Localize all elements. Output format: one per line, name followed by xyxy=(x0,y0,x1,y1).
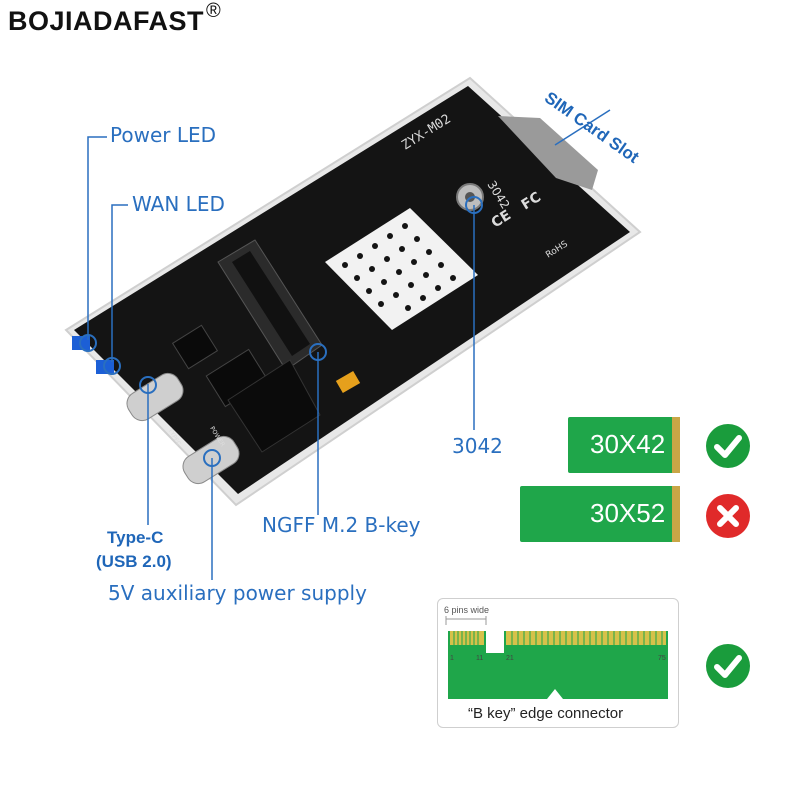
card-contacts xyxy=(672,417,680,473)
registered-mark: ® xyxy=(206,0,222,22)
ngff-m2-bkey-label: NGFF M.2 B-key xyxy=(262,513,421,537)
pin-mark-75: 75 xyxy=(658,655,666,662)
m2-card-30x42: 30X42 xyxy=(568,417,680,473)
wan-led-label: WAN LED xyxy=(132,192,225,216)
edge-connector-graphic xyxy=(445,616,668,699)
pin-mark-21: 21 xyxy=(506,655,514,662)
screw-marker xyxy=(465,196,483,214)
wan-led-callout-line xyxy=(111,204,128,362)
card-contacts xyxy=(672,486,680,542)
aux-power-marker xyxy=(203,449,221,467)
pin-mark-11: 11 xyxy=(476,655,484,662)
cross-icon xyxy=(706,494,750,538)
sim-slot-callout-line xyxy=(554,109,611,146)
wan-led-marker xyxy=(103,357,121,375)
typec-marker xyxy=(139,376,157,394)
aux-power-label: 5V auxiliary power supply xyxy=(108,581,367,605)
b-key-diagram: 6 pins wide 1 11 21 75 “B key” edge conn… xyxy=(437,598,679,728)
power-led-label: Power LED xyxy=(110,123,217,147)
brand-name: BOJIADAFAST xyxy=(8,6,205,36)
usb-version-label: (USB 2.0) xyxy=(96,552,172,571)
check-icon xyxy=(706,644,750,688)
type-c-label: Type-C xyxy=(107,528,164,547)
card-size-label: 30X52 xyxy=(590,498,666,528)
check-icon xyxy=(706,424,750,468)
power-led-callout-line xyxy=(87,136,107,340)
m2-card-30x52: 30X52 xyxy=(520,486,680,542)
size-3042-label: 3042 xyxy=(452,434,503,458)
power-led-marker xyxy=(79,334,97,352)
m2-socket-marker xyxy=(309,343,327,361)
b-key-caption: “B key” edge connector xyxy=(468,705,624,722)
pins-wide-label: 6 pins wide xyxy=(444,605,490,615)
card-size-label: 30X42 xyxy=(590,429,666,459)
pin-mark-1: 1 xyxy=(450,655,454,662)
brand-logo: BOJIADAFAST® xyxy=(8,0,221,37)
